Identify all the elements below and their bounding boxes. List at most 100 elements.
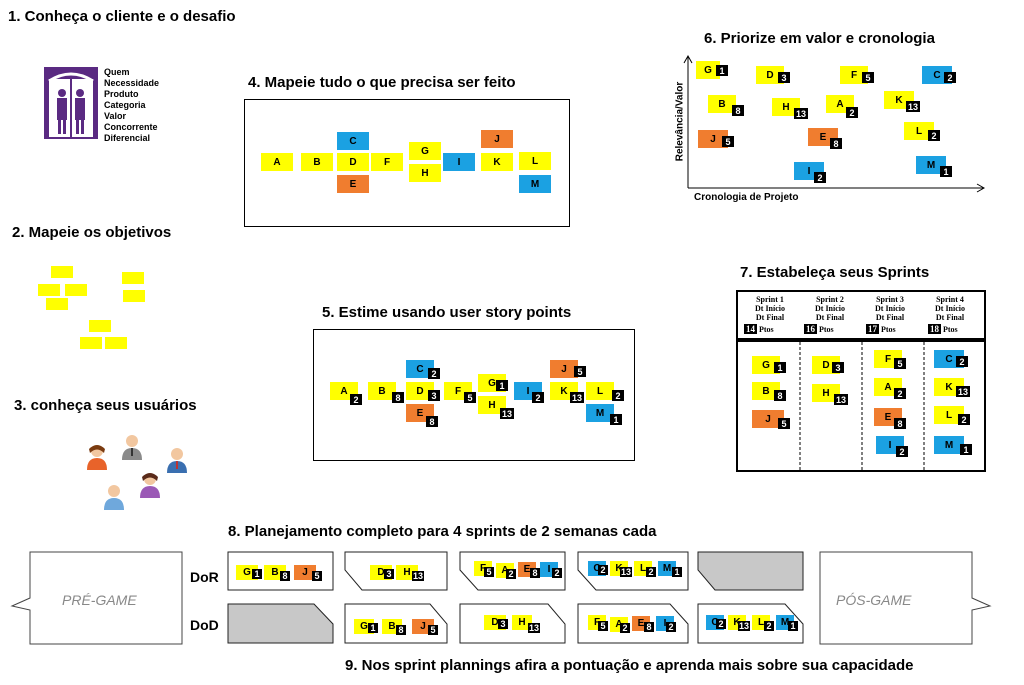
persona-item: Concorrente	[104, 122, 158, 132]
story-note-M: M	[916, 156, 946, 174]
sprint-points-value: 16	[804, 324, 817, 334]
story-note-A: A	[261, 153, 293, 171]
story-points-A: 2	[506, 569, 516, 579]
persona-item: Quem	[104, 67, 130, 77]
story-note-M: M	[934, 436, 964, 454]
sprint-end: Dt Final	[875, 313, 905, 322]
story-note-C: C	[337, 132, 369, 150]
sprint-points-value: 18	[928, 324, 941, 334]
story-points-F: 5	[598, 621, 608, 631]
step-9-title: 9. Nos sprint plannings afira a pontuaçã…	[345, 657, 914, 674]
story-points-A: 2	[620, 623, 630, 633]
story-points-E: 8	[530, 568, 540, 578]
story-points-L: 2	[764, 621, 774, 631]
story-note-G: G	[409, 142, 441, 160]
sprint-points-value: 14	[744, 324, 757, 334]
story-points-D: 3	[832, 362, 844, 373]
story-note-B: B	[301, 153, 333, 171]
story-points-M: 1	[788, 621, 798, 631]
story-points-H: 13	[500, 408, 514, 419]
story-points-L: 2	[646, 567, 656, 577]
persona-item: Valor	[104, 111, 127, 121]
story-note-D: D	[406, 382, 434, 400]
story-points-M: 1	[610, 414, 622, 425]
story-points-M: 1	[672, 567, 682, 577]
backlog-map-box: A B C D E F G H I J K L M	[244, 99, 570, 227]
story-points-F: 5	[894, 358, 906, 369]
step-1-title: 1. Conheça o cliente e o desafio	[8, 8, 236, 25]
objective-note	[51, 266, 73, 278]
story-points-J: 5	[722, 136, 734, 147]
pos-game-label: PÓS-GAME	[836, 592, 912, 608]
story-points-H: 13	[528, 623, 540, 633]
step-3-title: 3. conheça seus usuários	[14, 397, 197, 414]
objective-note	[80, 337, 102, 349]
sprints-body-box: G 1 B 8 J 5 D 3 H 13 F 5 A 2 E 8 I 2 C 2…	[736, 340, 986, 472]
story-points-H: 13	[412, 571, 424, 581]
story-points-M: 1	[960, 444, 972, 455]
story-points-J: 5	[778, 418, 790, 429]
step-6-title: 6. Priorize em valor e cronologia	[704, 30, 935, 47]
story-points-A: 2	[846, 107, 858, 118]
story-points-C: 2	[598, 565, 608, 575]
story-note-J: J	[752, 410, 784, 428]
story-points-G: 1	[774, 362, 786, 373]
story-note-D: D	[337, 153, 369, 171]
story-points-H: 13	[794, 108, 808, 119]
story-note-F: F	[840, 66, 868, 84]
story-note-H: H	[772, 98, 800, 116]
story-points-G: 1	[368, 623, 378, 633]
story-note-F: F	[371, 153, 403, 171]
story-points-I: 2	[552, 568, 562, 578]
story-points-C: 2	[956, 356, 968, 367]
story-points-D: 3	[428, 390, 440, 401]
story-points-H: 13	[834, 394, 848, 405]
x-axis-label: Cronologia de Projeto	[694, 192, 799, 203]
story-points-J: 5	[312, 571, 322, 581]
step-8-title: 8. Planejamento completo para 4 sprints …	[228, 523, 657, 540]
user-avatar-icon	[139, 472, 161, 503]
user-avatar-icon	[121, 434, 143, 465]
story-note-B: B	[708, 95, 736, 113]
story-points-D: 3	[778, 72, 790, 83]
story-note-B: B	[752, 382, 780, 400]
story-points-L: 2	[928, 130, 940, 141]
sprint-name: Sprint 3	[876, 295, 904, 304]
story-note-L: L	[904, 122, 934, 140]
objective-note	[123, 290, 145, 302]
objective-note	[105, 337, 127, 349]
story-note-G: G	[696, 61, 720, 79]
story-points-E: 8	[644, 622, 654, 632]
sprint-name: Sprint 4	[936, 295, 964, 304]
story-points-G: 1	[716, 65, 728, 76]
sprint-name: Sprint 2	[816, 295, 844, 304]
persona-item: Produto	[104, 89, 139, 99]
story-note-D: D	[756, 66, 784, 84]
persona-door-icon	[44, 67, 98, 139]
story-note-E: E	[337, 175, 369, 193]
story-points-K: 13	[738, 621, 750, 631]
story-note-M: M	[658, 561, 676, 576]
story-points-L: 2	[958, 414, 970, 425]
story-note-H: H	[409, 164, 441, 182]
sprint-2-header: Sprint 2 Dt Início Dt Final	[802, 295, 858, 322]
sprint-points-label: Ptos	[819, 324, 834, 334]
story-points-B: 8	[774, 390, 786, 401]
priority-matrix: Relevância/Valor Cronologia de Projeto G…	[672, 52, 992, 212]
step-7-title: 7. Estabeleça seus Sprints	[740, 264, 930, 281]
sprint-4-header: Sprint 4 Dt Início Dt Final	[922, 295, 978, 322]
story-note-L: L	[586, 382, 614, 400]
story-points-B: 8	[732, 105, 744, 116]
user-avatar-icon	[86, 444, 108, 475]
sprint-3-header: Sprint 3 Dt Início Dt Final	[862, 295, 918, 322]
sprint-start: Dt Início	[935, 304, 965, 313]
estimate-box: A 2 B 8 C 2 D 3 E 8 F 5 G 1 H 13 I 2 J 5…	[313, 329, 635, 461]
story-note-L: L	[934, 406, 964, 424]
persona-item: Necessidade	[104, 78, 160, 88]
story-points-E: 8	[830, 138, 842, 149]
story-points-I: 2	[532, 392, 544, 403]
